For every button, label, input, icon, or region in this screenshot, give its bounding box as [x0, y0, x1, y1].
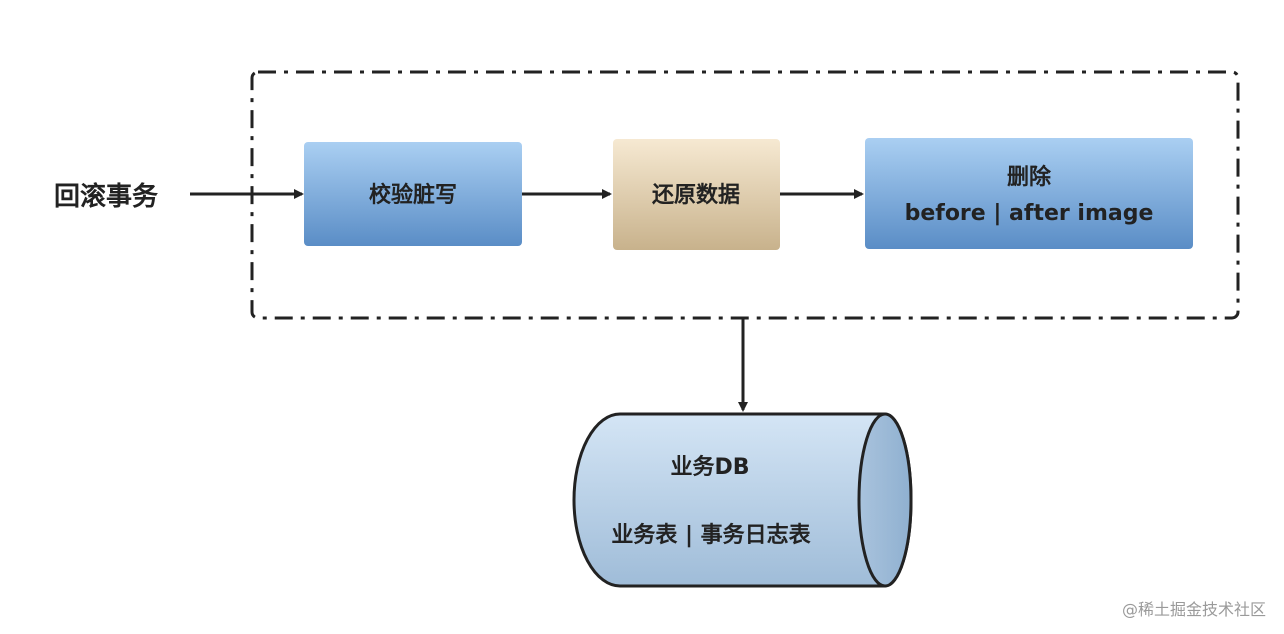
step-restore-box [613, 139, 780, 250]
business-database: 业务DB 业务表 | 事务日志表 [572, 412, 913, 588]
step-restore-label: 还原数据 [651, 182, 740, 208]
database-end-cap [857, 412, 913, 588]
start-label: 回滚事务 [54, 181, 158, 212]
step-delete-label-line2: before | after image [905, 201, 1154, 226]
database-title: 业务DB [670, 455, 749, 480]
step-verify-box [304, 142, 522, 246]
database-subtitle: 业务表 | 事务日志表 [611, 522, 811, 548]
step-delete-box [865, 138, 1193, 249]
step-restore-data: 还原数据 [613, 139, 780, 250]
watermark: @稀土掘金技术社区 [1121, 600, 1266, 619]
step-delete-label-line1: 删除 [1007, 164, 1052, 190]
step-delete-images: 删除 before | after image [865, 138, 1193, 249]
step-verify-dirty-write: 校验脏写 [304, 142, 522, 246]
step-verify-label: 校验脏写 [369, 182, 457, 208]
